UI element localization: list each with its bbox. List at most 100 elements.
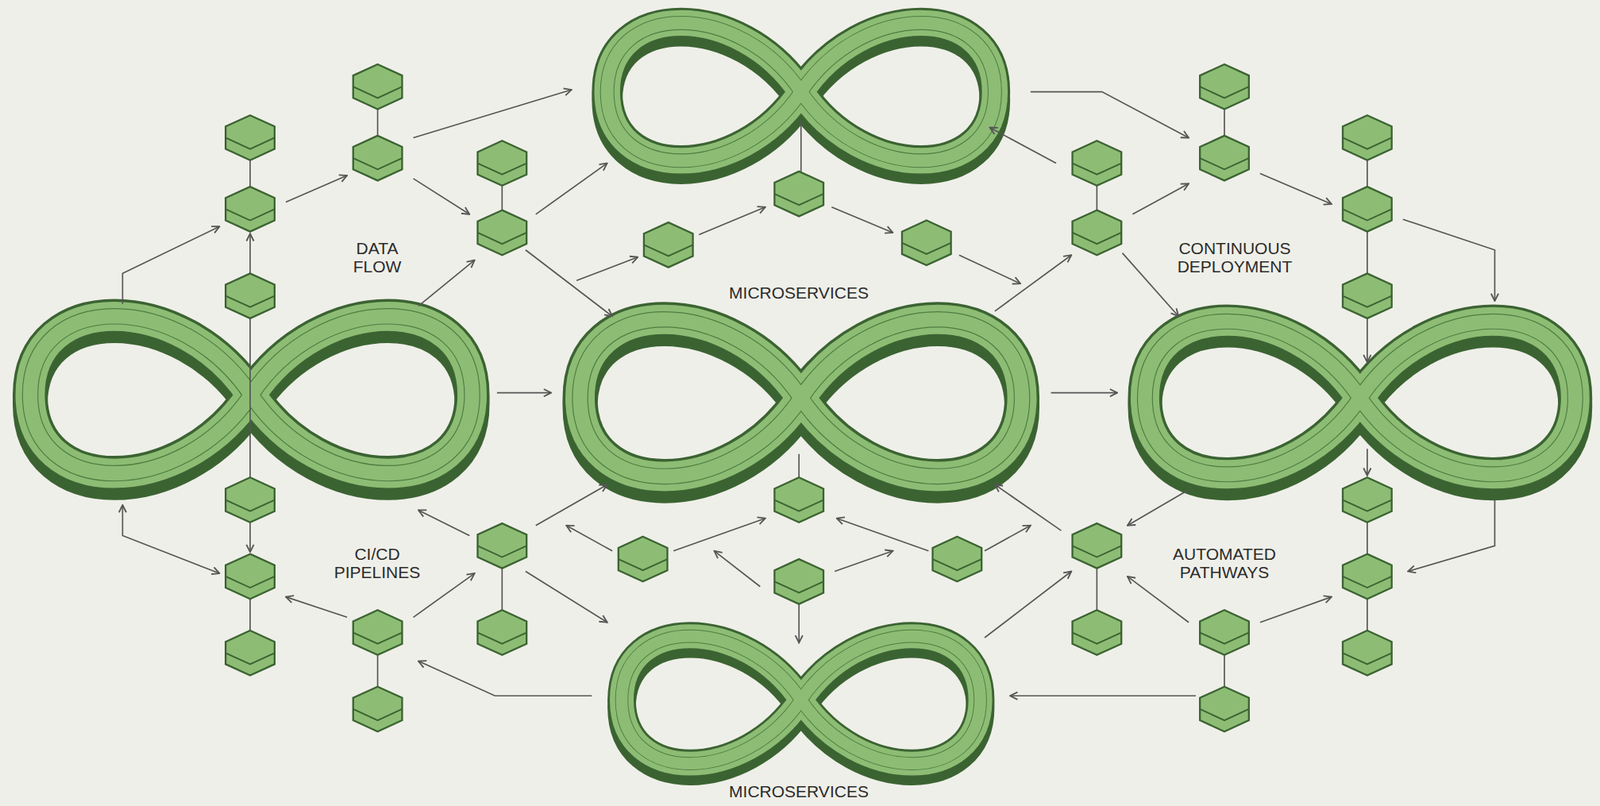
stack-line: [1366, 160, 1369, 187]
service-hexagon: [1199, 64, 1250, 110]
service-hexagon: [1199, 135, 1250, 182]
service-hexagon: [1072, 523, 1122, 569]
flow-arrow: [249, 233, 251, 274]
service-hexagon: [225, 630, 275, 676]
stack-line: [249, 160, 251, 187]
flow-arrow: [413, 178, 471, 215]
flow-arrow: [535, 163, 608, 215]
flow-arrow: [673, 518, 766, 552]
flow-arrow: [1132, 183, 1189, 215]
service-nodes: [225, 64, 1392, 732]
flow-arrow: [994, 484, 1062, 531]
flow-arrow: [122, 226, 220, 305]
flow-arrow: [285, 175, 347, 202]
service-hexagon: [1199, 609, 1250, 656]
flow-arrow: [122, 505, 220, 574]
stack-line: [798, 454, 800, 479]
flow-arrow: [1010, 694, 1196, 697]
section-label: AUTOMATED PATHWAYS: [1172, 544, 1277, 582]
flow-arrow: [418, 260, 475, 307]
stack-line: [501, 568, 504, 611]
flow-arrow: [418, 509, 470, 536]
flow-arrow: [798, 604, 800, 644]
service-hexagon: [225, 273, 275, 319]
flow-arrow: [1127, 489, 1189, 526]
service-hexagon: [225, 115, 275, 161]
flow-arrow: [1407, 500, 1495, 572]
service-hexagon: [478, 210, 528, 256]
stack-line: [377, 108, 379, 135]
service-hexagon: [1342, 477, 1392, 523]
flow-arrow: [1366, 318, 1369, 363]
flow-arrow: [418, 661, 592, 697]
stack-line: [1366, 522, 1369, 555]
flow-arrow: [959, 254, 1021, 284]
section-label: CONTINUOUS DEPLOYMENT: [1177, 239, 1293, 276]
flow-arrow: [989, 127, 1057, 164]
flow-arrow: [1260, 173, 1332, 205]
service-hexagon: [902, 220, 952, 267]
service-hexagon: [1342, 273, 1392, 319]
flow-arrow: [497, 392, 552, 394]
section-label: DATA FLOW: [353, 239, 402, 276]
section-label: MICROSERVICES: [728, 283, 869, 302]
stack-line: [249, 318, 251, 478]
flow-arrow: [1260, 597, 1332, 623]
flow-arrow: [413, 573, 475, 617]
service-hexagon: [774, 477, 824, 523]
service-hexagon: [1342, 186, 1392, 232]
service-hexagon: [774, 559, 824, 605]
flow-arrow: [714, 551, 761, 587]
flow-arrow: [535, 484, 608, 525]
flow-arrow: [1122, 253, 1180, 317]
service-hexagon: [1072, 210, 1122, 256]
flow-arrows: [122, 89, 1495, 696]
service-hexagon: [774, 171, 824, 217]
flow-arrow: [285, 597, 347, 618]
stack-line: [1223, 108, 1226, 135]
service-hexagon: [933, 536, 983, 583]
flow-arrow: [525, 570, 608, 622]
service-hexagon: [1342, 115, 1392, 161]
flow-arrow: [1030, 92, 1189, 139]
flow-arrow: [1127, 576, 1189, 623]
service-hexagon: [618, 536, 668, 583]
service-hexagon: [1199, 686, 1250, 733]
service-hexagon: [353, 64, 403, 110]
flow-arrow: [834, 551, 893, 572]
stack-line: [1366, 231, 1369, 274]
flow-arrow: [984, 525, 1031, 552]
stack-line: [1366, 598, 1369, 631]
flow-arrow: [1051, 392, 1119, 394]
service-hexagon: [353, 609, 403, 656]
service-hexagon: [643, 222, 694, 268]
stack-line: [1096, 568, 1099, 611]
service-hexagon: [1342, 630, 1392, 676]
service-hexagon: [225, 186, 275, 232]
stack-line: [1096, 185, 1099, 211]
section-label: MICROSERVICES: [728, 782, 869, 801]
infinity-loop: [579, 319, 1022, 486]
infinity-loop: [621, 636, 981, 772]
service-hexagon: [225, 554, 275, 600]
flow-arrow: [836, 518, 930, 552]
service-hexagon: [353, 686, 403, 733]
stack-line: [249, 598, 251, 631]
service-hexagon: [478, 523, 528, 569]
stack-line: [1223, 655, 1226, 687]
flow-line: [800, 120, 802, 172]
infinity-loop: [30, 316, 473, 482]
flow-arrow: [249, 522, 251, 552]
infinity-loop: [1145, 321, 1576, 484]
service-hexagon: [1072, 140, 1122, 186]
flow-arrow: [525, 250, 613, 317]
flow-arrow: [698, 207, 766, 236]
service-hexagon: [225, 477, 275, 523]
flow-arrow: [984, 570, 1072, 638]
flow-arrow: [576, 257, 638, 282]
service-hexagon: [478, 609, 528, 656]
flow-arrow: [413, 89, 572, 138]
